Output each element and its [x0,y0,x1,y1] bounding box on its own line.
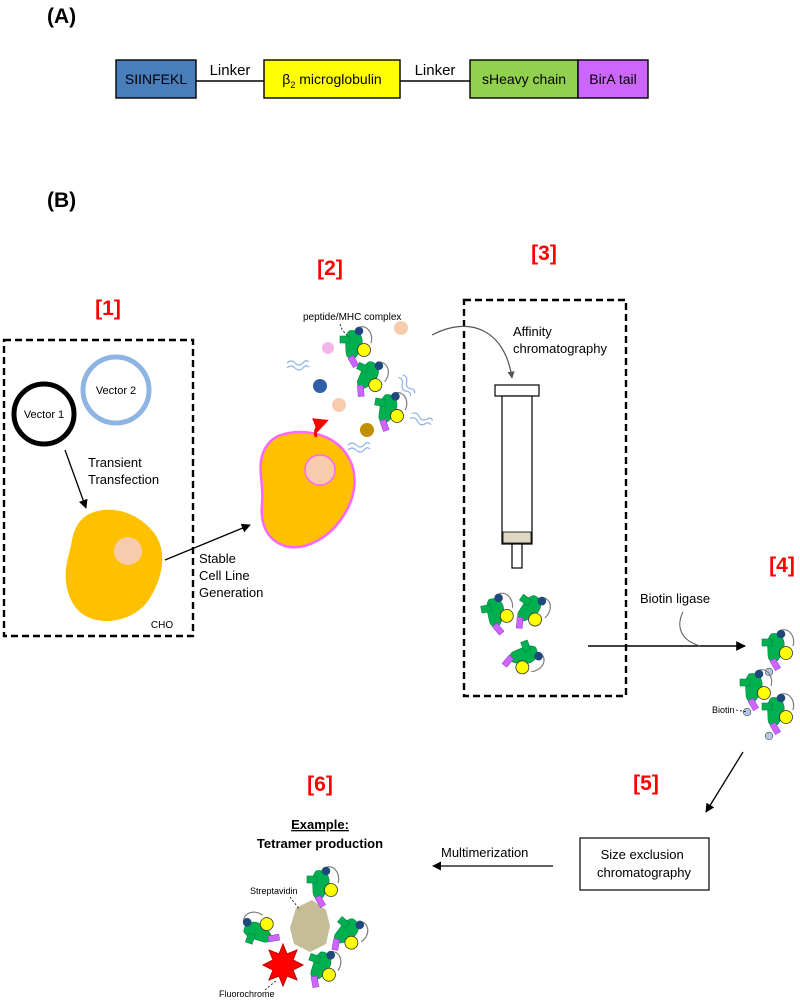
linker-label-1: Linker [210,62,251,79]
fluorochrome-burst [261,942,305,988]
sec-box [579,837,710,891]
bira-label: BirA tail [589,71,636,87]
cho-cell [65,509,163,622]
biotin-ligase-connector [679,611,701,647]
step-2-number: [2] [317,257,343,280]
step-4-number: [4] [769,554,795,577]
cho-label: CHO [151,620,173,631]
vector-2-icon [80,354,152,426]
linker-label-2: Linker [415,62,456,79]
cho-nucleus [114,537,142,565]
step-1-number: [1] [95,297,121,320]
transfection-label: Transient Transfection [88,455,159,487]
vector-2-label: Vector 2 [96,385,136,397]
streptavidin-core [290,900,330,952]
stable-cell [259,430,356,549]
b2m-label: β2 microglobulin [282,71,381,90]
secretion-arrow [312,418,329,438]
purified-complexes [478,586,556,682]
multimerization-label: Multimerization [441,845,528,860]
vector-1-label: Vector 1 [24,409,64,421]
vector-1-icon [11,381,77,447]
step-5-number: [5] [633,772,659,795]
biotin-label: Biotin [712,705,735,715]
construct-diagram: SIINFEKL β2 microglobulin sHeavy chain B… [115,59,649,99]
siinfekl-segment [115,59,197,99]
tetramer-icon [236,866,373,995]
streptavidin-label: Streptavidin [250,886,298,896]
step-1-box [2,338,195,638]
affinity-label: Affinity chromatography [513,324,607,356]
affinity-arrow [431,325,515,379]
step-6-number: [6] [307,773,333,796]
sheavy-label: sHeavy chain [482,71,566,87]
panel-b-label: (B) [47,189,76,212]
step-3-number: [3] [531,242,557,265]
b2m-segment [263,59,401,99]
step-3-box [462,298,628,698]
transfection-arrow [64,449,88,509]
tetramer-label: Tetramer production [257,836,383,851]
fluorochrome-label: Fluorochrome [219,989,275,999]
peptide-mhc-complex-label: peptide/MHC complex [303,312,401,323]
sec-step-arrow [705,751,744,813]
secreted-complexes: peptide/MHC complex [286,312,434,453]
stable-line-arrow [164,523,251,561]
example-label: Example: [291,817,349,832]
biotin-ligase-label: Biotin ligase [640,591,710,606]
stable-line-label: Stable Cell Line Generation [199,551,263,600]
affinity-column-icon [494,384,540,569]
panel-a-label: (A) [47,5,76,28]
sec-label: Size exclusion chromatography [597,847,691,880]
bira-segment [577,59,649,99]
stable-cell-nucleus [304,454,336,486]
siinfekl-label: SIINFEKL [125,71,187,87]
biotinylated-complexes [740,630,794,740]
